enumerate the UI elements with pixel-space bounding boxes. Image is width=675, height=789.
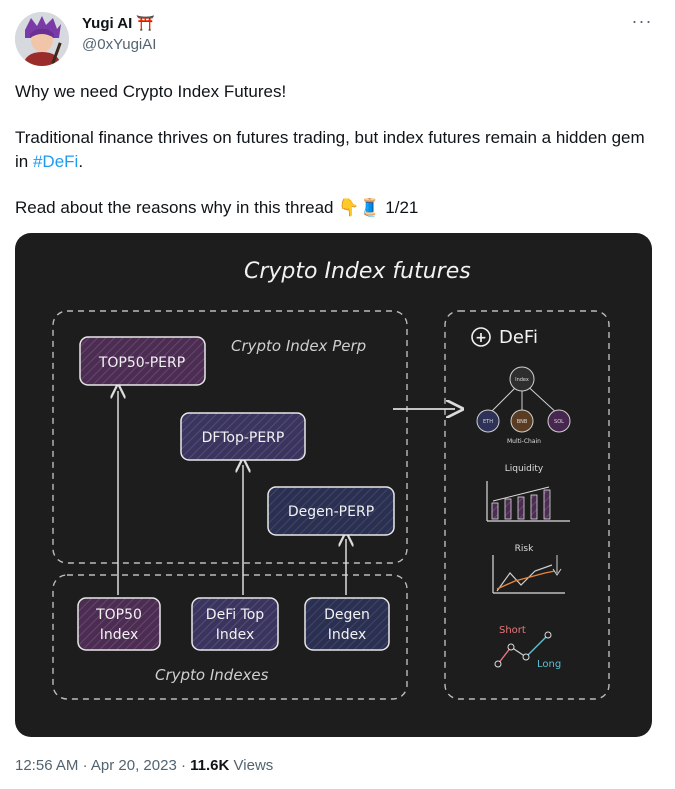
tweet-date[interactable]: Apr 20, 2023 [90,757,177,774]
thread-count: 1/21 [380,198,419,217]
meta-separator: · [180,757,186,774]
plus-icon: + [475,330,487,346]
author-name[interactable]: Yugi AI ⛩️ [82,14,155,33]
defi-frame [444,310,610,700]
liquidity-bar-chart-icon [486,481,570,522]
tweet-text-line: Why we need Crypto Index Futures! [15,82,287,101]
degen-index-box [304,597,390,651]
network-center-label: Index [515,377,529,383]
degen-perp-box [267,486,395,536]
more-options-icon[interactable]: ··· [631,11,653,31]
tweet-text-line: Read about the reasons why in this threa… [15,196,655,220]
defi-top-index-line2: Index [216,627,255,643]
author-handle[interactable]: @0xYugiAI [82,36,157,53]
tweet-text-span: Traditional finance thrives on futures t… [15,128,645,171]
degen-perp-label: Degen-PERP [288,504,374,520]
network-node-sol: SOL [554,419,564,425]
degen-index-line2: Index [328,627,367,643]
degen-index-line1: Degen [324,607,370,623]
plus-circle-icon [471,327,491,347]
meta-separator: · [82,757,88,774]
defi-top-index-line1: DeFi Top [206,607,265,623]
tweet-time[interactable]: 12:56 AM [15,757,79,774]
tweet-text-paragraph: Traditional finance thrives on futures t… [15,126,655,174]
risk-line-chart-icon [492,555,565,594]
tweet-text-span: . [78,152,84,171]
defi-title: DeFi [499,327,538,348]
multichain-network-icon [476,366,571,433]
hashtag-link[interactable]: #DeFi [32,152,79,171]
top50-index-box [77,597,161,651]
short-long-icon [494,631,552,668]
network-node-eth: ETH [483,419,493,425]
top50-perp-label: TOP50-PERP [98,355,185,371]
short-label: Short [499,625,526,636]
torii-gate-emoji: ⛩️ [136,15,155,32]
long-label: Long [537,659,561,670]
tweet-image[interactable]: Crypto Index futures Crypto Index Perp C… [15,233,652,737]
index-group-label: Crypto Indexes [155,666,269,684]
top50-index-line2: Index [100,627,139,643]
tweet-meta: 12:56 AM · Apr 20, 2023 · 11.6K Views [15,757,273,774]
avatar[interactable] [15,12,69,66]
dftop-perp-box [180,412,306,461]
top50-perp-box [79,336,206,386]
views-count[interactable]: 11.6K [190,757,230,774]
network-node-bnb: BNB [517,419,528,425]
risk-label: Risk [515,544,534,554]
index-group-frame [52,574,408,700]
dftop-perp-label: DFTop-PERP [202,430,285,446]
views-label: Views [233,757,274,774]
perp-group-label: Crypto Index Perp [231,337,366,355]
liquidity-label: Liquidity [505,464,544,474]
pointing-down-thread-emoji: 👇🧵 [338,198,381,217]
diagram-title: Crypto Index futures [244,259,471,284]
defi-top-index-box [191,597,279,651]
top50-index-line1: TOP50 [95,607,142,623]
tweet-text-span: Read about the reasons why in this threa… [15,198,339,217]
network-label: Multi-Chain [507,438,541,445]
